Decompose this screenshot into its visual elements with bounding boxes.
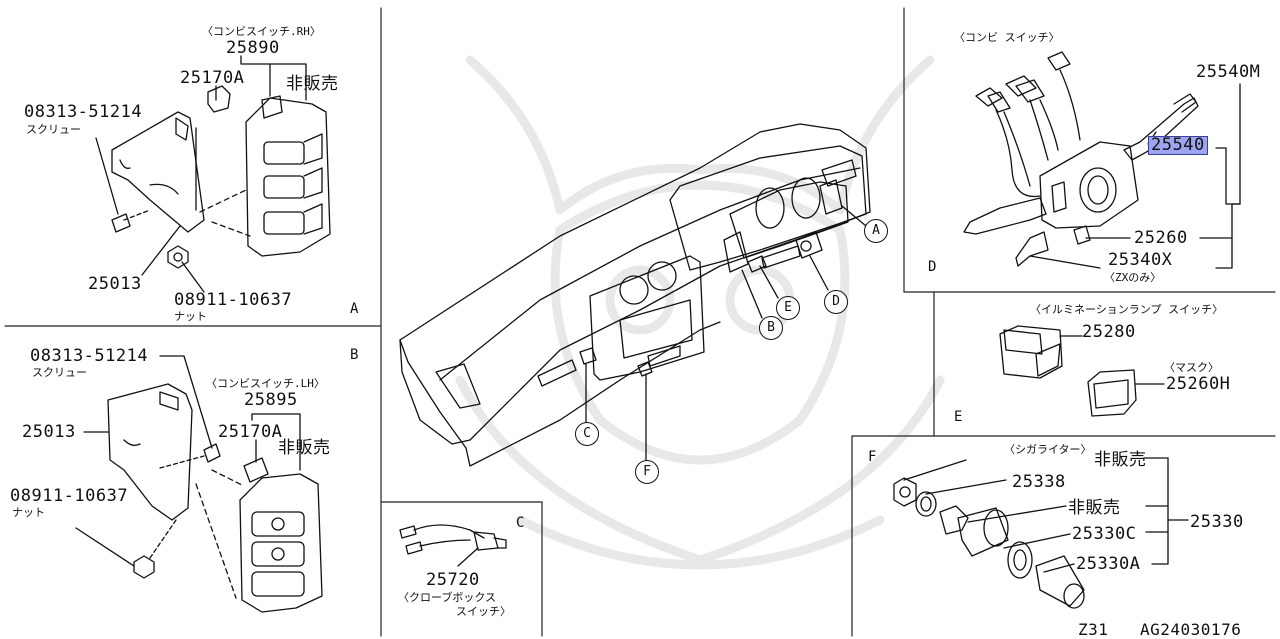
panel-frames xyxy=(4,7,1276,637)
panel-f-drawing xyxy=(893,457,1189,609)
panel-f-letter: F xyxy=(868,449,877,465)
screw-part-label-a: 08313-51214 xyxy=(24,102,143,122)
part-25895-label: 25895 xyxy=(244,390,298,410)
not-sold-label-f2: 非販売 xyxy=(1068,498,1121,518)
nut-name-label-a: ナット xyxy=(174,310,207,323)
cigar-lighter-note: 〈シガライター〉 xyxy=(1004,443,1092,456)
part-25330c-label: 25330C xyxy=(1072,524,1137,544)
part-25260-label: 25260 xyxy=(1134,228,1188,248)
panel-a-drawing xyxy=(95,55,331,293)
watermark-emblem xyxy=(455,55,945,570)
callout-a[interactable]: A xyxy=(864,219,888,243)
nut-name-label-b: ナット xyxy=(12,506,45,519)
panel-d-letter: D xyxy=(928,259,937,275)
nut-part-label-a: 08911-10637 xyxy=(174,290,293,310)
panel-b-letter: B xyxy=(350,347,359,363)
dashboard-drawing xyxy=(399,123,871,467)
zx-only-note: 〈ZXのみ〉 xyxy=(1104,271,1162,284)
callout-f[interactable]: F xyxy=(635,460,659,484)
part-25890-label: 25890 xyxy=(226,38,280,58)
callout-d[interactable]: D xyxy=(824,290,848,314)
panel-d-drawing xyxy=(963,51,1241,269)
panel-b-drawing xyxy=(75,355,323,613)
glovebox-note-line2: スイッチ〉 xyxy=(456,605,511,618)
not-sold-label-b: 非販売 xyxy=(278,438,331,458)
nut-part-label-b: 08911-10637 xyxy=(10,486,129,506)
screw-name-label-b: スクリュー xyxy=(32,366,87,379)
footer-model: Z31 xyxy=(1078,620,1109,639)
panel-e-letter: E xyxy=(954,409,963,425)
part-25280-label: 25280 xyxy=(1082,322,1136,342)
part-25260h-label: 25260H xyxy=(1166,374,1231,394)
part-25170a-label-b: 25170A xyxy=(218,422,283,442)
panel-a-letter: A xyxy=(350,301,359,317)
part-25338-label: 25338 xyxy=(1012,472,1066,492)
part-25540m-label: 25540M xyxy=(1196,62,1261,82)
mask-note: 〈マスク〉 xyxy=(1164,361,1219,374)
not-sold-label-f1: 非販売 xyxy=(1094,450,1147,470)
callout-c[interactable]: C xyxy=(575,422,599,446)
glovebox-note-line1: 〈クローブボックス xyxy=(398,591,497,604)
screw-part-label-b: 08313-51214 xyxy=(30,346,149,366)
combi-rh-note: 〈コンビスイッチ.RH〉 xyxy=(202,25,321,38)
callout-b[interactable]: B xyxy=(759,316,783,340)
panel-c-letter: C xyxy=(516,515,525,531)
part-25720-label: 25720 xyxy=(426,570,480,590)
part-25330a-label: 25330A xyxy=(1076,554,1141,574)
part-25540-label[interactable]: 25540 xyxy=(1148,136,1208,155)
bracket-part-label-b: 25013 xyxy=(22,422,76,442)
bracket-part-label-a: 25013 xyxy=(88,274,142,294)
part-25340x-label: 25340X xyxy=(1108,250,1173,270)
screw-name-label-a: スクリュー xyxy=(26,123,81,136)
combi-lh-note: 〈コンビスイッチ.LH〉 xyxy=(206,377,325,390)
panel-e-drawing xyxy=(999,325,1165,417)
illum-switch-note: 〈イルミネーションランプ スイッチ〉 xyxy=(1030,303,1224,316)
part-25170a-label-a: 25170A xyxy=(180,68,245,88)
footer-code: AG24030176 xyxy=(1140,620,1242,639)
callout-e[interactable]: E xyxy=(776,296,800,320)
part-25330-label: 25330 xyxy=(1190,512,1244,532)
panel-c-drawing xyxy=(399,524,507,567)
not-sold-label-a: 非販売 xyxy=(286,74,339,94)
combi-switch-note: 〈コンビ スイッチ〉 xyxy=(954,31,1060,44)
